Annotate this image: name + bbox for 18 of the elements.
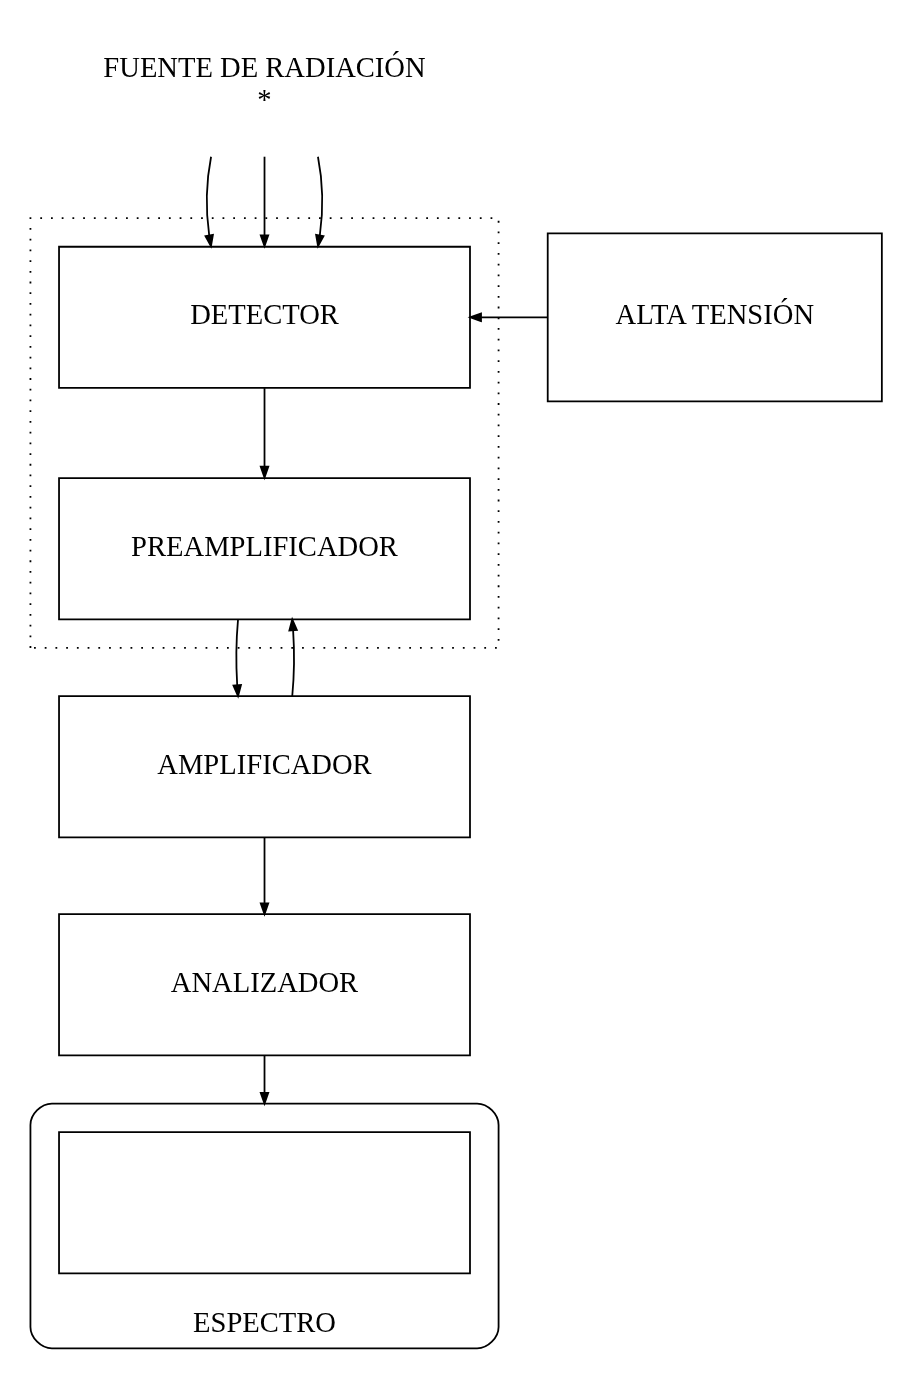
cluster: ESPECTRO [29, 1102, 500, 1350]
arrow [259, 836, 270, 917]
node-box: DETECTOR [58, 245, 471, 389]
node-box: AMPLIFICADOR [58, 695, 471, 839]
arrow [259, 155, 270, 249]
arrow [259, 387, 270, 481]
node-box: PREAMPLIFICADOR [58, 477, 471, 621]
node-text: FUENTE DE RADIACIÓN * [103, 51, 426, 115]
arrow [259, 1054, 270, 1107]
arrow [204, 155, 214, 249]
cluster [29, 217, 500, 649]
node-box: ALTA TENSIÓN [546, 232, 883, 403]
node-box: ANALIZADOR [58, 913, 471, 1057]
arrow [232, 618, 243, 699]
node-box [58, 1131, 471, 1275]
arrow [467, 312, 549, 323]
arrow [288, 616, 299, 697]
arrow [315, 155, 325, 249]
